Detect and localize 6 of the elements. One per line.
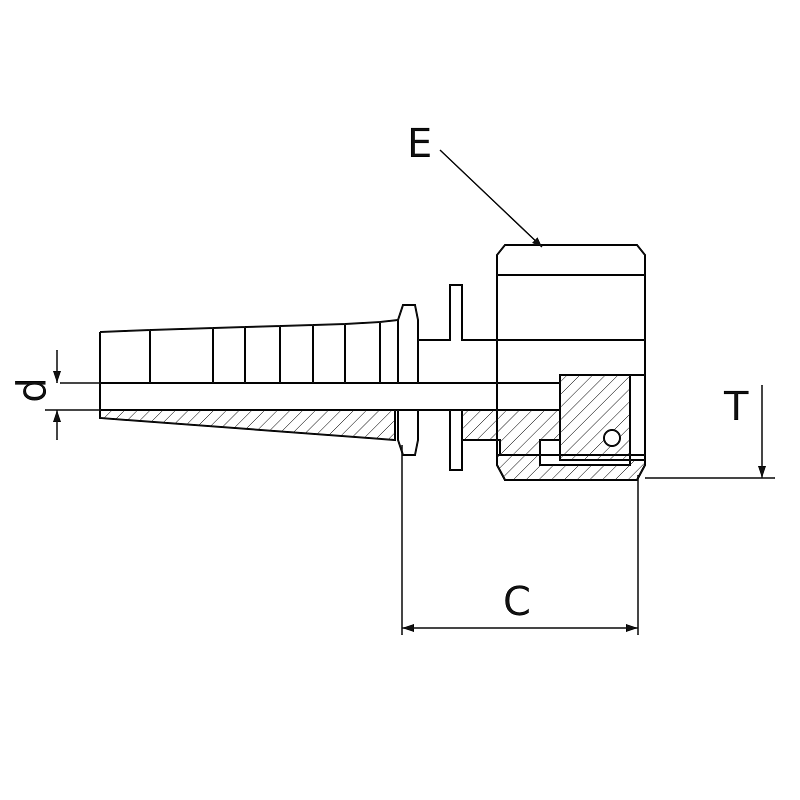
callout-letter: E [407,122,432,166]
hex-nut [496,244,646,481]
dimension-label: C [503,580,531,624]
leader-line [439,149,543,248]
dimension-label: T [724,385,748,429]
dimension-label: d [10,377,55,403]
